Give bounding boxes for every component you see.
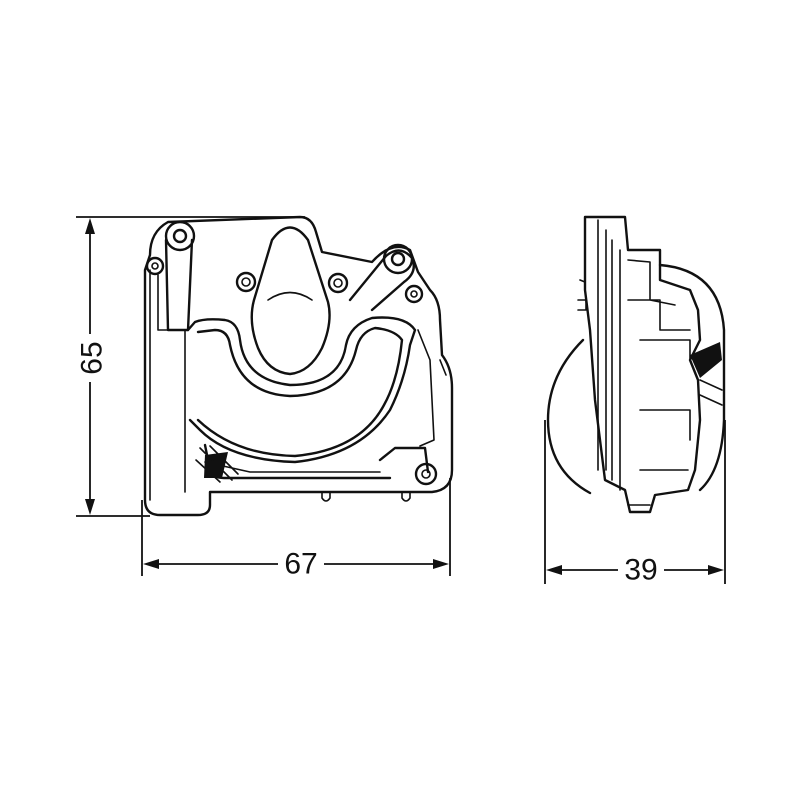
mid-right-hole bbox=[327, 272, 349, 294]
right-small-hole-inner bbox=[410, 290, 418, 298]
depth-dimension: 39 bbox=[544, 420, 726, 587]
depth-arrow-left bbox=[546, 565, 562, 575]
width-arrow-right bbox=[433, 559, 449, 569]
bottom-pin-2 bbox=[401, 491, 411, 502]
right-small-hole bbox=[404, 284, 424, 304]
height-dimension-label: 65 bbox=[76, 341, 109, 374]
left-small-hole-inner bbox=[151, 262, 159, 270]
width-label-gap bbox=[278, 548, 324, 580]
right-wall-detail bbox=[417, 329, 447, 447]
left-side-wall bbox=[149, 269, 189, 501]
front-view bbox=[143, 215, 454, 517]
mid-left-hole-inner bbox=[241, 277, 251, 287]
depth-dimension-label: 39 bbox=[624, 554, 657, 587]
depth-arrow-right bbox=[708, 565, 724, 575]
left-top-mount-hole bbox=[164, 220, 196, 252]
socket-cavity-outer bbox=[186, 316, 417, 464]
bottom-right-mount-hole-inner bbox=[421, 469, 431, 479]
height-arrow-bottom bbox=[85, 499, 95, 515]
latch-pivot-hole-inner bbox=[390, 251, 406, 267]
left-small-hole bbox=[145, 256, 165, 276]
side-view-rear-ribs bbox=[699, 379, 723, 406]
depth-label-gap bbox=[618, 554, 664, 586]
height-arrow-top bbox=[85, 218, 95, 234]
center-key-inner bbox=[267, 291, 313, 301]
mid-left-hole bbox=[235, 271, 257, 293]
bottom-pin-1 bbox=[321, 491, 331, 502]
width-arrow-left bbox=[143, 559, 159, 569]
width-dimension: 67 bbox=[141, 478, 451, 581]
socket-cavity-inner bbox=[196, 326, 404, 458]
side-view-dark-ridge bbox=[690, 342, 722, 378]
width-dimension-label: 67 bbox=[284, 548, 317, 581]
center-key bbox=[250, 226, 331, 376]
latch-pivot-hole bbox=[382, 243, 414, 275]
height-label-gap bbox=[76, 334, 106, 382]
height-dimension: 65 bbox=[76, 216, 305, 517]
side-view bbox=[546, 215, 726, 514]
left-top-mount-hole-inner bbox=[172, 228, 188, 244]
mid-right-hole-inner bbox=[333, 278, 343, 288]
bottom-right-mount-hole bbox=[414, 462, 438, 486]
hatched-corner-block bbox=[195, 445, 239, 483]
side-view-cover-dome bbox=[546, 338, 592, 495]
side-view-rear-dome bbox=[658, 263, 726, 492]
side-view-inner-lines bbox=[577, 219, 691, 506]
front-view-housing-outline bbox=[143, 215, 454, 517]
